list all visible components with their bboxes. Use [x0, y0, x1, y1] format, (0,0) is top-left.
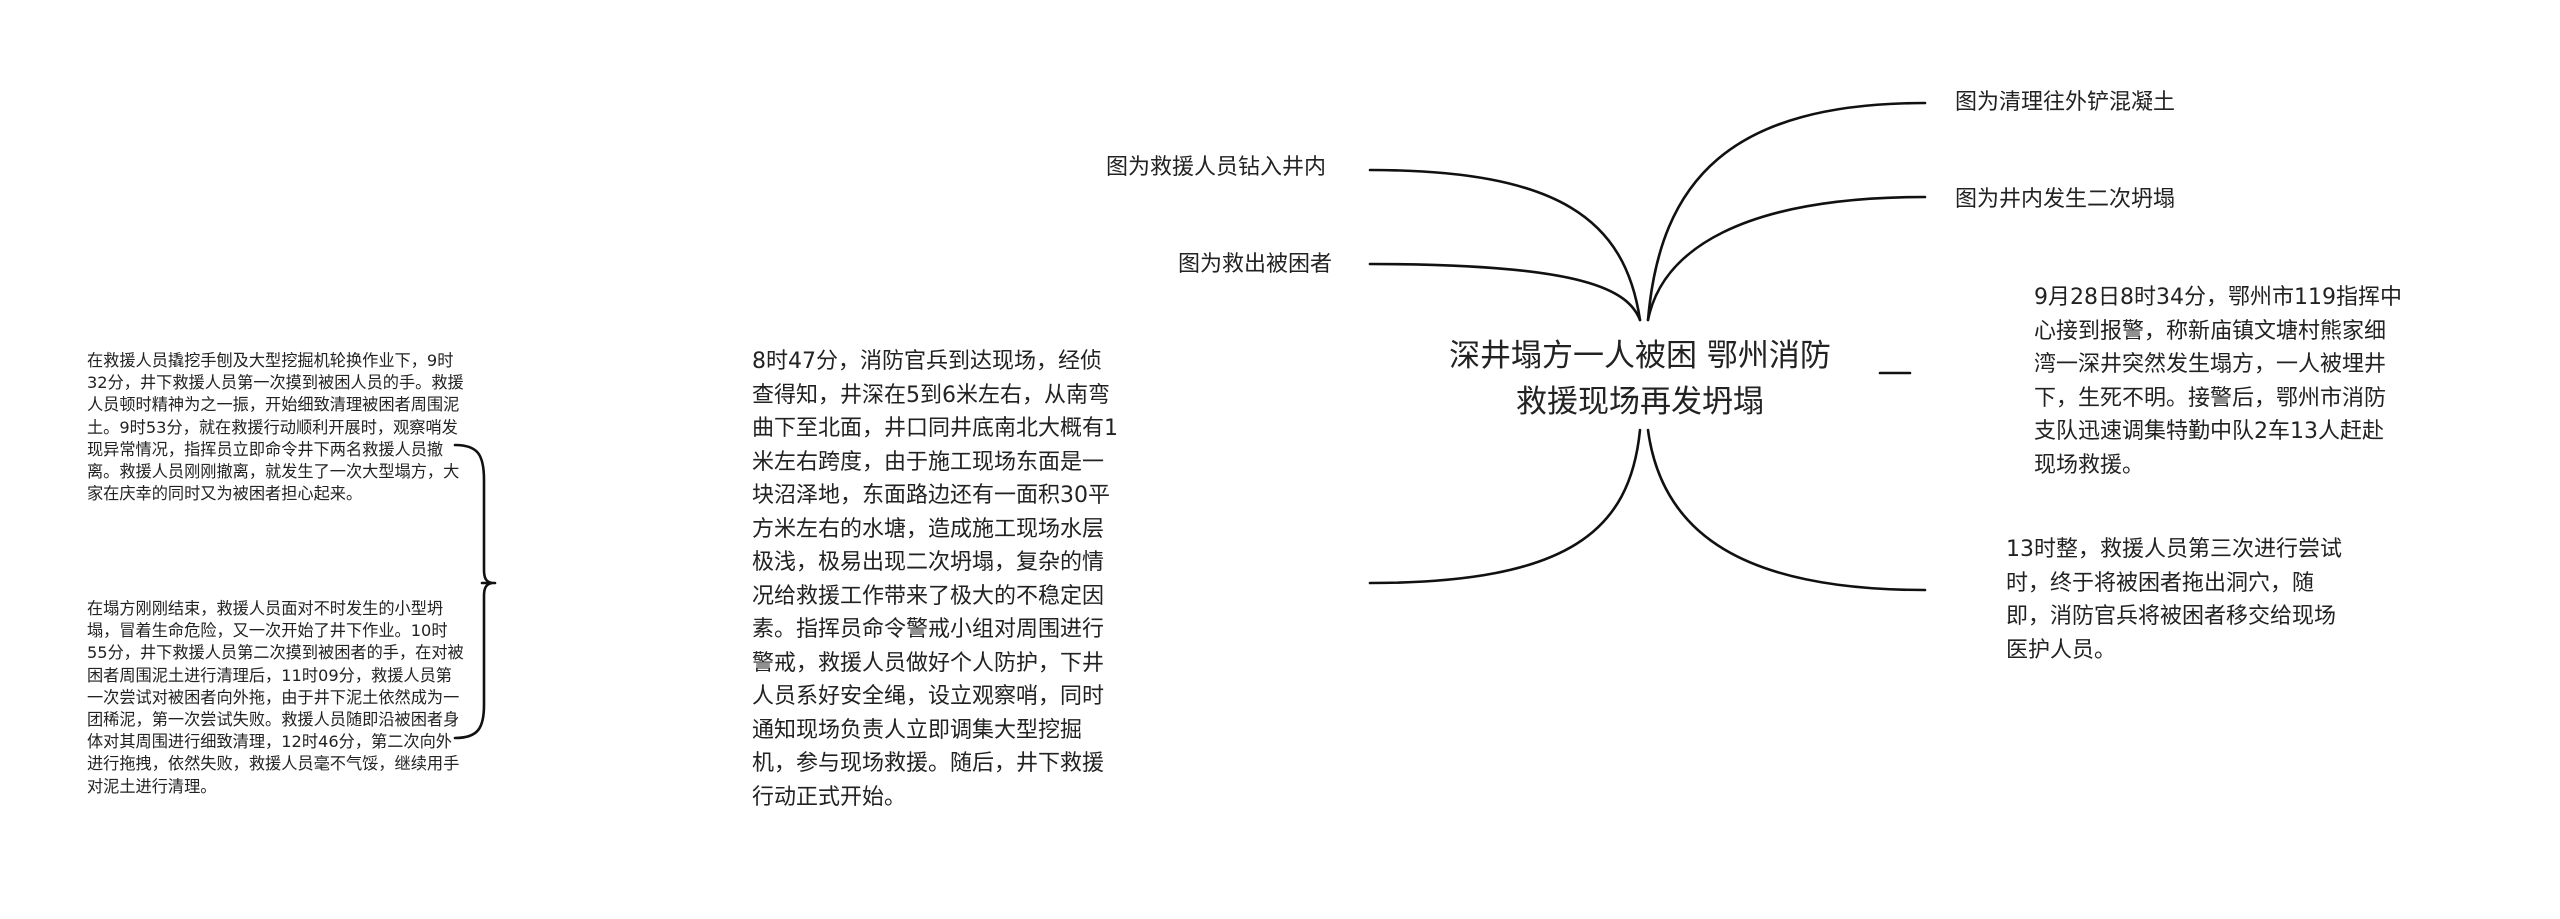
link-center-to-clean-concrete	[1646, 101, 1927, 322]
detail-first-contact[interactable]: 在救援人员撬挖手刨及大型挖掘机轮换作业下，9时32分，井下救援人员第一次摸到被困…	[87, 351, 464, 504]
link-center-to-arrival	[1368, 428, 1642, 585]
detail-second-attempt[interactable]: 在塌方刚刚结束，救援人员面对不时发生的小型坍塌，冒着生命危险，又一次开始了井下作…	[87, 599, 464, 796]
branch-rescued[interactable]: 图为救出被困者	[1178, 252, 1333, 277]
branch-arrival-details[interactable]: 8时47分，消防官兵到达现场，经侦查得知，井深在5到6米左右，从南弯曲下至北面，…	[752, 349, 1118, 810]
link-center-to-second-collapse	[1646, 195, 1927, 322]
link-center-to-rescued	[1368, 262, 1642, 322]
branch-clean-concrete[interactable]: 图为清理往外铲混凝土	[1955, 90, 2176, 115]
branch-alarm-report[interactable]: 9月28日8时34分，鄂州市119指挥中心接到报警，称新庙镇文塘村熊家细湾一深井…	[2034, 285, 2402, 478]
branch-second-collapse[interactable]: 图为井内发生二次坍塌	[1955, 187, 2176, 212]
branch-enter-well[interactable]: 图为救援人员钻入井内	[1106, 155, 1327, 180]
link-center-to-third-attempt	[1646, 428, 1927, 592]
link-center-to-enter-well	[1368, 168, 1642, 322]
central-topic[interactable]: 深井塌方一人被困 鄂州消防救援现场再发坍塌	[1449, 338, 1831, 420]
branch-third-attempt[interactable]: 13时整，救援人员第三次进行尝试时，终于将被困者拖出洞穴，随即，消防官兵将被困者…	[2006, 537, 2342, 663]
bracket-details	[453, 443, 493, 740]
